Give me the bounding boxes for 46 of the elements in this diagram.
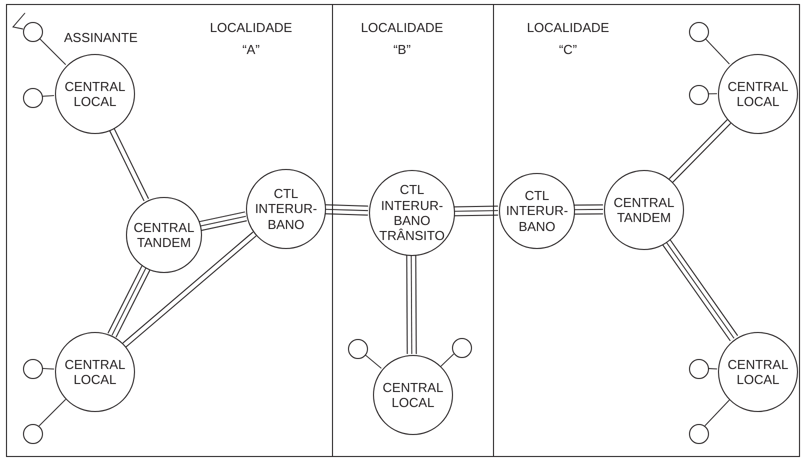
exchange-label: CENTRAL TANDEM xyxy=(132,220,196,250)
subscriber-line xyxy=(364,354,382,369)
trunk-line xyxy=(662,238,738,342)
subscriber-line xyxy=(440,353,454,367)
exchange-label: CTL INTERUR- BANO xyxy=(254,186,318,232)
region-label: LOCALIDADE “A” xyxy=(208,19,294,60)
subscriber-circle xyxy=(23,22,43,42)
exchange-label: CENTRAL LOCAL xyxy=(382,380,444,410)
exchange-label: CENTRAL TANDEM xyxy=(612,194,676,226)
trunk-line xyxy=(406,254,417,354)
subscriber-circle xyxy=(452,338,472,358)
exchange-label: CENTRAL LOCAL xyxy=(64,78,126,110)
subscriber-label: ASSINANTE xyxy=(64,30,138,45)
trunk-line xyxy=(108,128,149,202)
subscriber-line xyxy=(42,368,54,370)
trunk-line xyxy=(574,204,604,215)
subscriber-circle xyxy=(23,359,43,379)
trunk-line xyxy=(668,119,732,183)
locality-region xyxy=(332,4,494,457)
subscriber-circle xyxy=(689,85,709,105)
subscriber-line xyxy=(42,95,55,97)
locality-region xyxy=(493,4,800,457)
exchange-label: CENTRAL LOCAL xyxy=(64,356,126,388)
trunk-line xyxy=(199,211,247,231)
subscriber-line xyxy=(38,38,66,66)
trunk-line xyxy=(122,232,257,348)
region-label: LOCALIDADE “C” xyxy=(526,19,610,60)
subscriber-circle xyxy=(689,359,709,379)
trunk-line xyxy=(108,266,150,338)
exchange-label: CENTRAL LOCAL xyxy=(726,78,790,110)
subscriber-line xyxy=(704,38,730,64)
subscriber-line xyxy=(708,93,718,94)
subscriber-circle xyxy=(23,88,43,108)
subscriber-line xyxy=(704,400,730,426)
exchange-label: CENTRAL LOCAL xyxy=(726,356,790,388)
subscriber-circle xyxy=(689,22,709,42)
region-label: LOCALIDADE “B” xyxy=(360,19,444,60)
subscriber-line xyxy=(38,398,66,426)
trunk-line xyxy=(324,204,368,216)
subscriber-circle xyxy=(348,339,368,359)
locality-region xyxy=(6,4,333,457)
exchange-label: CTL INTERUR- BANO TRÂNSITO xyxy=(379,182,445,244)
trunk-line xyxy=(454,206,498,216)
exchange-label: CTL INTERUR- BANO xyxy=(504,188,570,234)
subscriber-circle xyxy=(23,424,43,444)
subscriber-circle xyxy=(689,424,709,444)
